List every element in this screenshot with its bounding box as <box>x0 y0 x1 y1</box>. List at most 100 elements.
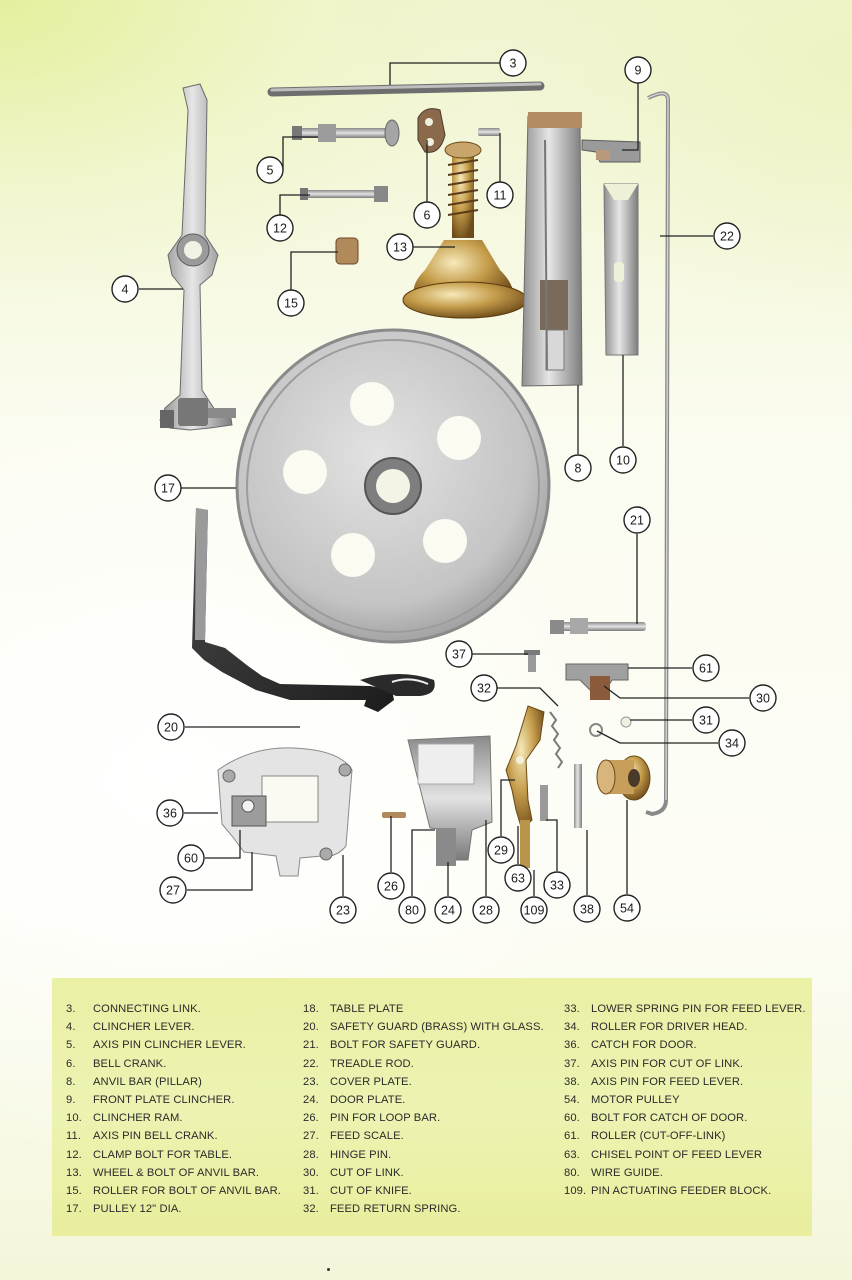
callout-number: 27 <box>166 884 180 898</box>
callout-37: 37 <box>445 640 473 668</box>
legend-item-number: 54. <box>564 1094 580 1107</box>
callout-number: 26 <box>384 880 398 894</box>
callout-number: 61 <box>699 662 713 676</box>
legend-item-text: COVER PLATE. <box>330 1075 412 1088</box>
legend-item-number: 32. <box>303 1203 319 1216</box>
legend-item-text: CLAMP BOLT FOR TABLE. <box>93 1148 233 1161</box>
legend-item-text: WIRE GUIDE. <box>591 1166 663 1179</box>
legend-item: 20.SAFETY GUARD (BRASS) WITH GLASS. <box>303 1018 544 1036</box>
part-clamp-bolt-for-table <box>300 186 388 202</box>
callout-number: 63 <box>511 872 525 886</box>
legend-item: 28.HINGE PIN. <box>303 1146 544 1164</box>
legend-item-text: AXIS PIN FOR CUT OF LINK. <box>591 1057 744 1070</box>
callout-number: 12 <box>273 222 287 236</box>
callout-number: 23 <box>336 904 350 918</box>
legend-item: 4.CLINCHER LEVER. <box>66 1018 281 1036</box>
legend-item-text: CLINCHER RAM. <box>93 1112 183 1125</box>
legend-item-text: BELL CRANK. <box>93 1057 167 1070</box>
legend-item-number: 26. <box>303 1112 319 1125</box>
legend-item-text: CUT OF KNIFE. <box>330 1184 412 1197</box>
legend-item-text: AXIS PIN BELL CRANK. <box>93 1130 218 1143</box>
legend-column-3: 33. LOWER SPRING PIN FOR FEED LEVER. 34. RO… <box>564 1000 806 1200</box>
callout-4: 4 <box>111 275 139 303</box>
part-axis-pin-clincher-lever <box>292 119 400 147</box>
legend-item: 30.CUT OF LINK. <box>303 1164 544 1182</box>
legend-item-number: 8. <box>66 1075 76 1088</box>
legend-item: 8. ANVIL BAR (PILLAR) <box>66 1073 281 1091</box>
legend-item: 3.CONNECTING LINK. <box>66 1000 281 1018</box>
callout-number: 33 <box>550 879 564 893</box>
legend-item-number: 63. <box>564 1148 580 1161</box>
callout-60: 60 <box>177 844 205 872</box>
legend-column-1: 3.CONNECTING LINK.4.CLINCHER LEVER.5.AXI… <box>66 1000 281 1218</box>
legend-item-number: 4. <box>66 1021 76 1034</box>
legend-item-number: 33. <box>564 1003 580 1016</box>
legend-item-text: AXIS PIN CLINCHER LEVER. <box>93 1039 246 1052</box>
callout-number: 80 <box>405 904 419 918</box>
legend-item: 15.ROLLER FOR BOLT OF ANVIL BAR. <box>66 1182 281 1200</box>
legend-item-number: 109. <box>564 1184 587 1197</box>
legend-item: 11.AXIS PIN BELL CRANK. <box>66 1127 281 1145</box>
legend-item-text: MOTOR PULLEY <box>591 1094 680 1107</box>
callout-61: 61 <box>692 654 720 682</box>
callout-number: 22 <box>720 230 734 244</box>
callout-30: 30 <box>749 684 777 712</box>
callout-63: 63 <box>504 864 532 892</box>
part-wheel-and-bolt-of-anvil-bar <box>402 141 528 319</box>
legend-item-text: TABLE PLATE <box>330 1003 404 1016</box>
legend-item-text: LOWER SPRING PIN FOR FEED LEVER. <box>591 1003 806 1016</box>
legend-item-text: PIN ACTUATING FEEDER BLOCK. <box>591 1184 772 1197</box>
legend-item-text: BOLT FOR CATCH OF DOOR. <box>591 1112 748 1125</box>
legend-item-number: 6. <box>66 1057 76 1070</box>
callout-12: 12 <box>266 214 294 242</box>
part-cut-of-knife <box>589 716 632 737</box>
legend-item: 32. FEED RETURN SPRING. <box>303 1200 544 1218</box>
legend-item-number: 24. <box>303 1094 319 1107</box>
callout-29: 29 <box>487 836 515 864</box>
legend-item-text: ANVIL BAR (PILLAR) <box>93 1075 202 1088</box>
callout-number: 36 <box>163 807 177 821</box>
callout-54: 54 <box>613 894 641 922</box>
part-feed-return-spring <box>549 711 564 769</box>
callout-23: 23 <box>329 896 357 924</box>
legend-item-text: FEED RETURN SPRING. <box>330 1203 461 1216</box>
callout-number: 9 <box>635 64 642 78</box>
callout-number: 17 <box>161 482 175 496</box>
callout-number: 34 <box>725 737 739 751</box>
legend-item: 109. PIN ACTUATING FEEDER BLOCK. <box>564 1182 806 1200</box>
legend-item: 10. CLINCHER RAM. <box>66 1109 281 1127</box>
callout-number: 4 <box>122 283 129 297</box>
legend-item-text: ROLLER FOR DRIVER HEAD. <box>591 1021 748 1034</box>
legend-item-number: 38. <box>564 1075 580 1088</box>
callout-number: 32 <box>477 682 491 696</box>
legend-item: 33. LOWER SPRING PIN FOR FEED LEVER. <box>564 1000 806 1018</box>
legend-item-text: PIN FOR LOOP BAR. <box>330 1112 441 1125</box>
legend-item-text: ROLLER FOR BOLT OF ANVIL BAR. <box>93 1184 281 1197</box>
legend-item: 61.ROLLER (CUT-OFF-LINK) <box>564 1127 806 1145</box>
part-feed-lever-brass <box>505 705 582 868</box>
callout-20: 20 <box>157 713 185 741</box>
callout-number: 20 <box>164 721 178 735</box>
part-cut-of-link <box>565 663 629 700</box>
legend-item: 24.DOOR PLATE. <box>303 1091 544 1109</box>
legend-item-number: 10. <box>66 1112 82 1125</box>
callout-number: 31 <box>699 714 713 728</box>
legend-item-number: 34. <box>564 1021 580 1034</box>
callout-38: 38 <box>573 895 601 923</box>
legend-item-number: 13. <box>66 1166 82 1179</box>
part-cover-plate <box>217 747 353 877</box>
callout-10: 10 <box>609 446 637 474</box>
parts-diagram: 3956112212134158101721376132303134203660… <box>111 49 777 924</box>
part-axis-pin-bell-crank <box>478 128 500 136</box>
callout-number: 109 <box>524 904 545 918</box>
callout-number: 11 <box>494 189 507 203</box>
legend-item-number: 21. <box>303 1039 319 1052</box>
legend-item: 63.CHISEL POINT OF FEED LEVER <box>564 1146 806 1164</box>
callout-17: 17 <box>154 474 182 502</box>
legend-item: 23.COVER PLATE. <box>303 1073 544 1091</box>
legend-item-number: 9. <box>66 1094 76 1107</box>
callout-number: 37 <box>452 648 466 662</box>
legend-item-number: 80. <box>564 1166 580 1179</box>
